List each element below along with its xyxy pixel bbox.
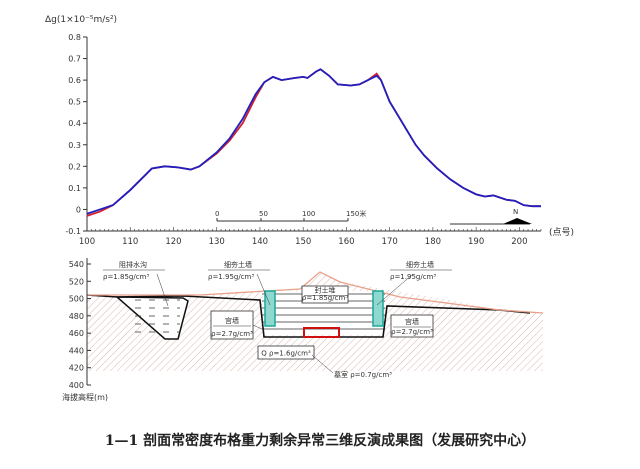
y-tick-label: 480 (69, 312, 84, 321)
series-line-observed (86, 68, 541, 217)
y-tick-label: 0 (76, 205, 81, 214)
y-tick-label: 0.3 (68, 141, 81, 150)
y-tick-label: 520 (69, 277, 84, 286)
rammed-wall-right (372, 290, 384, 327)
x-tick-label: 100 (79, 237, 95, 247)
rammed-wall-left (264, 290, 276, 327)
north-label: N (513, 208, 518, 216)
fill-label-box (301, 285, 349, 304)
y-tick-label: 0.6 (68, 76, 81, 85)
y-tick-label: 460 (69, 329, 84, 338)
x-tick-label: 140 (252, 237, 268, 247)
x-tick-label: 180 (425, 237, 441, 247)
y-tick-label: -0.1 (65, 227, 81, 236)
tomb-chamber (303, 327, 340, 338)
wall-right-label-name: 细夯土墙 (406, 260, 434, 269)
y-tick-label: 0.8 (68, 33, 81, 42)
y-tick-label: 0.2 (68, 162, 81, 171)
wall-left-label-name: 细夯土墙 (224, 260, 252, 269)
x-tick-label: 190 (468, 237, 484, 247)
q-label-box (257, 345, 315, 360)
y-tick-label: 0.5 (68, 98, 81, 107)
wall-right-label-density: ρ=1.95g/cm³ (390, 273, 436, 281)
y-tick-label: 0.4 (68, 119, 81, 128)
y-axis-label: Δg(1×10⁻⁵m/s²) (45, 15, 117, 25)
y-tick-label: 440 (69, 346, 84, 355)
x-tick-label: 120 (165, 237, 181, 247)
q-label-name: Q ρ=1.6g/cm³ (261, 350, 311, 358)
palace-wall-right-label-box (390, 314, 434, 338)
scale-bar-label: 50 (259, 210, 268, 218)
palace-wall-left-label-box (210, 310, 254, 340)
scale-bar-label: 100 (302, 210, 315, 218)
y-tick-label: 540 (69, 260, 84, 269)
surface-line (87, 271, 544, 314)
leader-line (256, 273, 271, 306)
drain-label-name: 阻排水沟 (119, 260, 147, 269)
x-tick-label: 160 (338, 237, 354, 247)
mound-fill (262, 291, 383, 335)
x-tick-label: 130 (209, 237, 225, 247)
palace-wall-left-label-name: 宫墙 (225, 316, 239, 325)
fill-label-density: ρ=1.85g/cm³ (302, 294, 348, 302)
y-tick-label: 0.1 (68, 184, 81, 193)
leader-line (376, 273, 414, 306)
wall-left-label-density: ρ=1.95g/cm³ (208, 273, 254, 281)
y-tick-label: 420 (69, 364, 84, 373)
x-tick-label: 110 (122, 237, 138, 247)
x-tick-label: 150 (295, 237, 311, 247)
y-tick-label: 0.7 (68, 55, 81, 64)
x-tick-label: 200 (511, 237, 527, 247)
drain-label-density: ρ=1.85g/cm³ (103, 273, 149, 281)
leader-line (156, 273, 169, 307)
series-line-inverted (86, 68, 541, 215)
y-tick-label: 400 (69, 381, 84, 390)
figure-caption: 1—1 剖面常密度布格重力剩余异常三维反演成果图（发展研究中心） (104, 433, 536, 449)
tomb-label: 墓室 ρ=0.7g/cm³ (334, 370, 392, 379)
palace-wall-left-label-density: ρ=2.7g/cm³ (211, 330, 253, 338)
north-arrow-icon (503, 218, 532, 224)
y-tick-label: 500 (69, 295, 84, 304)
excavation-outline (86, 294, 531, 338)
leader-line (252, 324, 265, 331)
palace-wall-right-label-name: 宫墙 (405, 317, 419, 326)
x-axis-label: (点号) (549, 227, 574, 238)
scale-bar-label: 150米 (346, 209, 366, 218)
leader-line (311, 354, 334, 374)
scale-bar-label: 0 (215, 210, 219, 218)
drain-ditch (114, 296, 189, 340)
y-axis-label: 海拔高程(m) (62, 392, 108, 402)
palace-wall-right-label-density: ρ=2.7g/cm³ (391, 328, 433, 336)
x-tick-label: 170 (382, 237, 398, 247)
fill-label-name: 封土堆 (315, 286, 336, 295)
